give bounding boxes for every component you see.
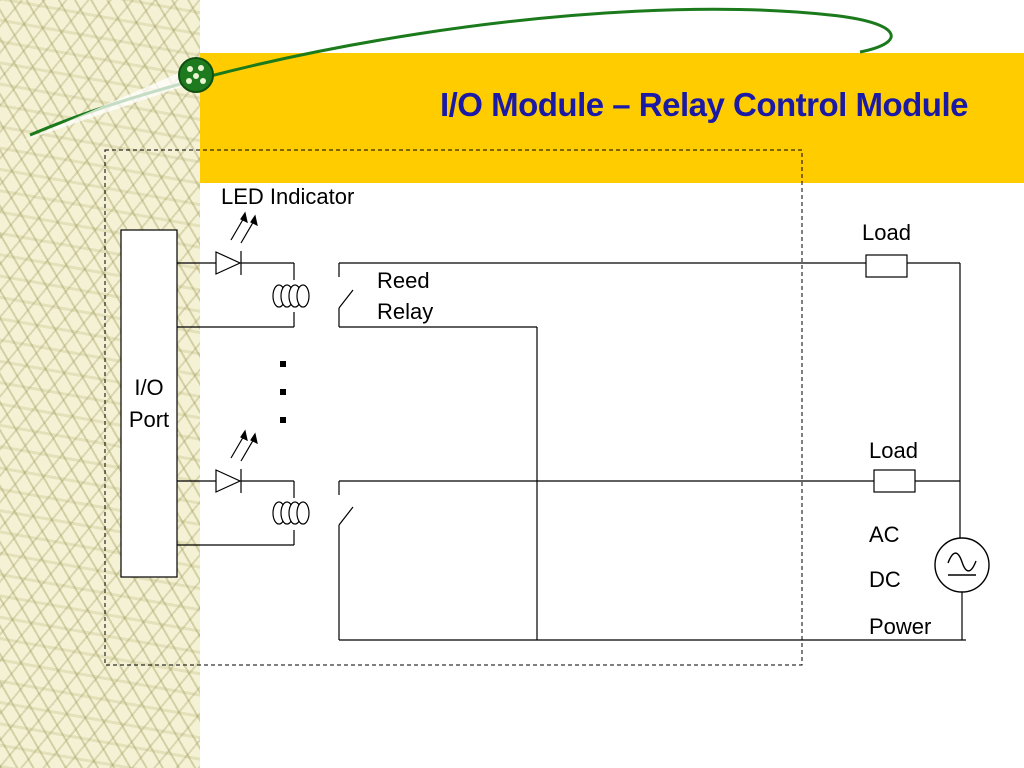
led-diode-2	[215, 469, 242, 493]
globe-icon	[178, 57, 214, 93]
relay-coil-1	[272, 284, 310, 308]
power-label-ac: AC	[869, 522, 900, 547]
io-port-label-line1: I/O	[134, 375, 163, 400]
reed-relay-label-line2: Relay	[377, 299, 433, 324]
load-resistor-2	[873, 469, 916, 493]
power-label-dc: DC	[869, 567, 901, 592]
slide-title: I/O Module – Relay Control Module	[439, 86, 969, 123]
relay-coil-2	[272, 501, 310, 525]
led-diode-1	[215, 251, 242, 275]
io-port-label-line2: Port	[129, 407, 169, 432]
module-boundary	[104, 149, 803, 666]
title-bar	[200, 53, 1024, 183]
reed-switch-2	[338, 480, 874, 640]
io-port-box	[120, 229, 178, 578]
led-indicator-label: LED Indicator	[221, 184, 354, 209]
reed-relay-label-line1: Reed	[377, 268, 430, 293]
channel-n	[177, 429, 295, 546]
sine-wave-icon	[947, 552, 977, 572]
load-label-1: Load	[862, 220, 911, 245]
power-label-power: Power	[869, 614, 931, 639]
load-label-2: Load	[869, 438, 918, 463]
channel-ellipsis	[280, 361, 286, 423]
channel-1	[177, 211, 295, 328]
reed-switch-1	[338, 262, 866, 328]
common-return-wire	[339, 327, 966, 641]
load-wiring	[907, 262, 963, 640]
ac-dc-power-source-icon	[934, 537, 990, 593]
load-resistor-1	[865, 254, 908, 278]
decorative-arc	[29, 7, 893, 137]
comet-tail	[20, 68, 196, 142]
